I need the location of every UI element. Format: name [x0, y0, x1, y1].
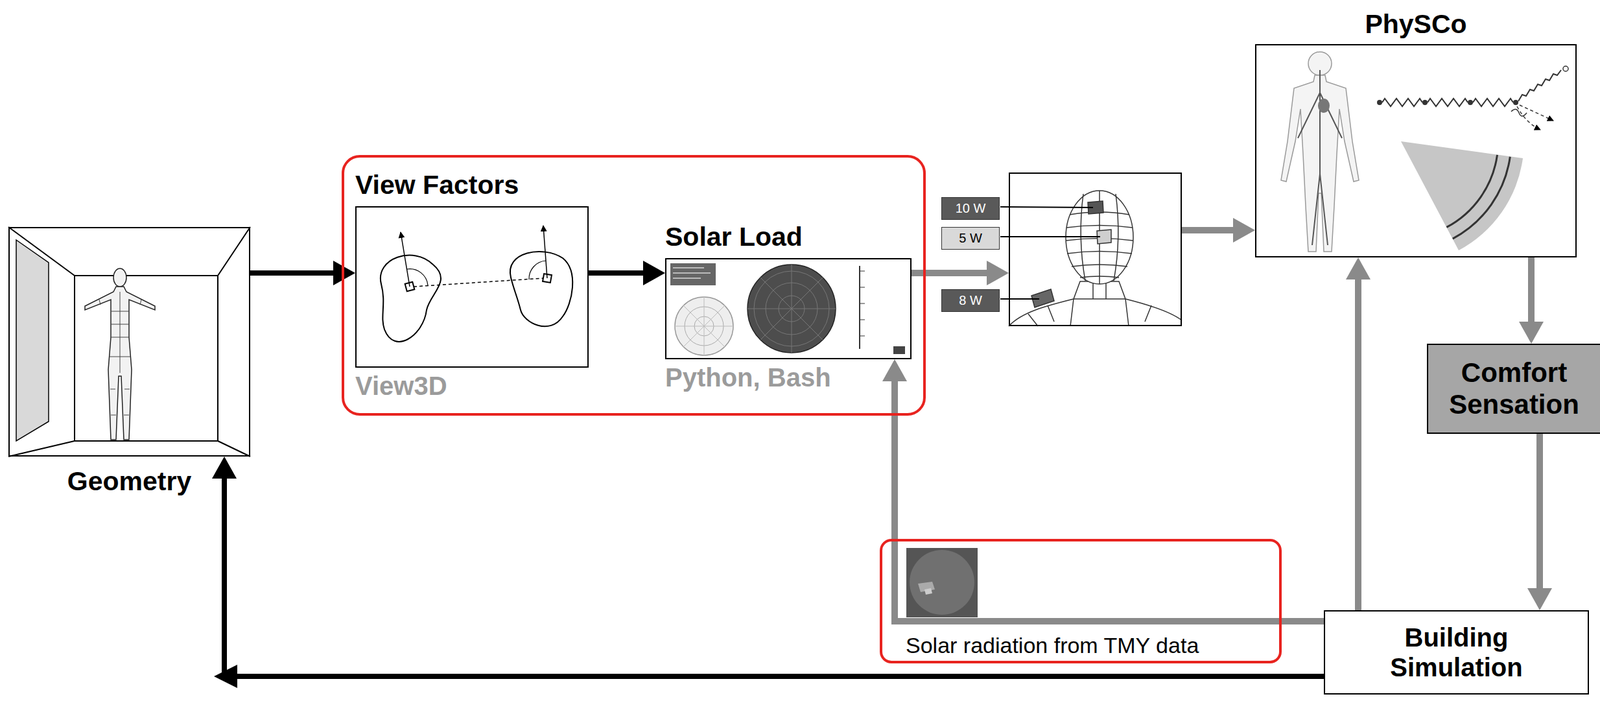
physco-model-part [1317, 98, 1330, 113]
physco-model-part [1452, 156, 1511, 239]
view-factor-sketch-part [400, 232, 410, 287]
sky-image-part [906, 547, 978, 618]
solar-load-screenshot-part [674, 296, 734, 356]
physco-model-part-part [1518, 70, 1562, 102]
load-tag: 8 W [941, 289, 1000, 312]
flow-arrow [894, 377, 1324, 622]
physco-model-part [1382, 70, 1562, 130]
leader-lines-part [1000, 235, 1101, 238]
flow-arrow [588, 270, 648, 276]
box-label: Comfort Sensation [1435, 357, 1593, 421]
leader-lines-part [1000, 298, 1040, 300]
highlight-group: View FactorsView3DSolar LoadPython, Bash [341, 154, 926, 416]
physco-model-part [1400, 141, 1523, 251]
flow-arrow [224, 474, 1324, 677]
room-drawing-part [217, 440, 251, 457]
solar-load-screenshot-part [747, 264, 836, 353]
flow-arrow [250, 270, 338, 276]
room-drawing-part [84, 286, 155, 440]
node-label: Geometry [9, 466, 249, 496]
room-drawing [8, 226, 251, 457]
physco-model [1281, 51, 1569, 252]
flow-arrow [1181, 226, 1237, 234]
solar-load-screenshot-part [893, 346, 906, 354]
physco-model-part [1376, 99, 1519, 106]
box-label: Solar radiation from TMY data [905, 632, 1199, 659]
view-factor-sketch-part [529, 260, 546, 280]
flow-arrow [1536, 433, 1543, 592]
solar-load-screenshot [670, 263, 906, 356]
solar-load-screenshot-part [670, 263, 716, 286]
physco-model-part-part [1422, 99, 1428, 106]
physco-model-part-part [1517, 106, 1541, 130]
box-label: 8 W [958, 293, 983, 308]
geometry-frame: Geometry [8, 226, 251, 457]
head-mesh-part [1008, 281, 1182, 327]
physco-model-part-part [1427, 98, 1468, 107]
physco-model-part-part [1382, 98, 1423, 107]
node-heading: PhySCo [1256, 9, 1576, 39]
physco-model-part-part [1376, 99, 1383, 106]
solar-load-screenshot-part [672, 267, 711, 279]
sky-image-part [909, 549, 975, 615]
physco-model-part-part [1472, 98, 1514, 107]
solar-load-screenshot-part [859, 270, 865, 336]
flow-arrow [1354, 275, 1362, 611]
load-tag: 10 W [941, 197, 1000, 220]
physco-model-part-part [1511, 108, 1527, 117]
room-drawing-part [99, 291, 142, 415]
tool-caption: Python, Bash [665, 363, 832, 392]
physco-model-part [1297, 70, 1342, 246]
building-sim-box: Building Simulation [1323, 610, 1589, 695]
physco-model-part-part [1519, 105, 1554, 121]
load-tag: 5 W [941, 226, 1000, 250]
node-heading: Solar Load [665, 222, 803, 252]
flow-arrow [1528, 257, 1535, 326]
physco-model-part [1563, 66, 1569, 72]
view-factor-sketch-part [413, 278, 544, 287]
tool-caption: View3D [355, 371, 448, 400]
view-factor-sketch [380, 225, 573, 342]
view-factor-sketch-part [510, 251, 573, 327]
room-drawing-part [16, 239, 49, 441]
solar-load-frame: Solar LoadPython, Bash [665, 258, 912, 360]
node-heading: View Factors [355, 170, 519, 200]
tmy-group: Solar radiation from TMY data [879, 538, 1282, 664]
head-mesh [1008, 190, 1182, 327]
room-drawing-part [74, 275, 218, 441]
box-label: Building Simulation [1369, 622, 1545, 683]
sky-image [906, 547, 978, 618]
leader-lines-part [1000, 206, 1094, 208]
head-mesh-part [1028, 281, 1152, 327]
room-drawing-part [217, 226, 251, 276]
room-drawing-part [8, 440, 75, 457]
view-factor-frame: View FactorsView3D [355, 206, 589, 368]
room-drawing-part [113, 268, 127, 287]
comfort-box: Comfort Sensation [1426, 343, 1600, 434]
physco-model-part [1446, 154, 1497, 228]
leader-lines [1000, 206, 1101, 299]
box-label: 10 W [955, 200, 987, 216]
view-factor-sketch-part [380, 255, 441, 342]
sky-image-part [924, 588, 933, 595]
solar-load-screenshot-part [674, 296, 734, 356]
solar-load-screenshot-part [747, 264, 836, 353]
view-factor-sketch-part [407, 269, 428, 286]
solar-load-screenshot-part [858, 265, 861, 349]
head-mesh-frame [1008, 172, 1182, 327]
physco-model-part-part [1513, 99, 1519, 106]
view-factor-sketch-part [543, 225, 548, 279]
physco-model-part-part [1467, 99, 1473, 106]
box-label: 5 W [958, 230, 983, 246]
physco-frame: PhySCo [1255, 44, 1577, 258]
